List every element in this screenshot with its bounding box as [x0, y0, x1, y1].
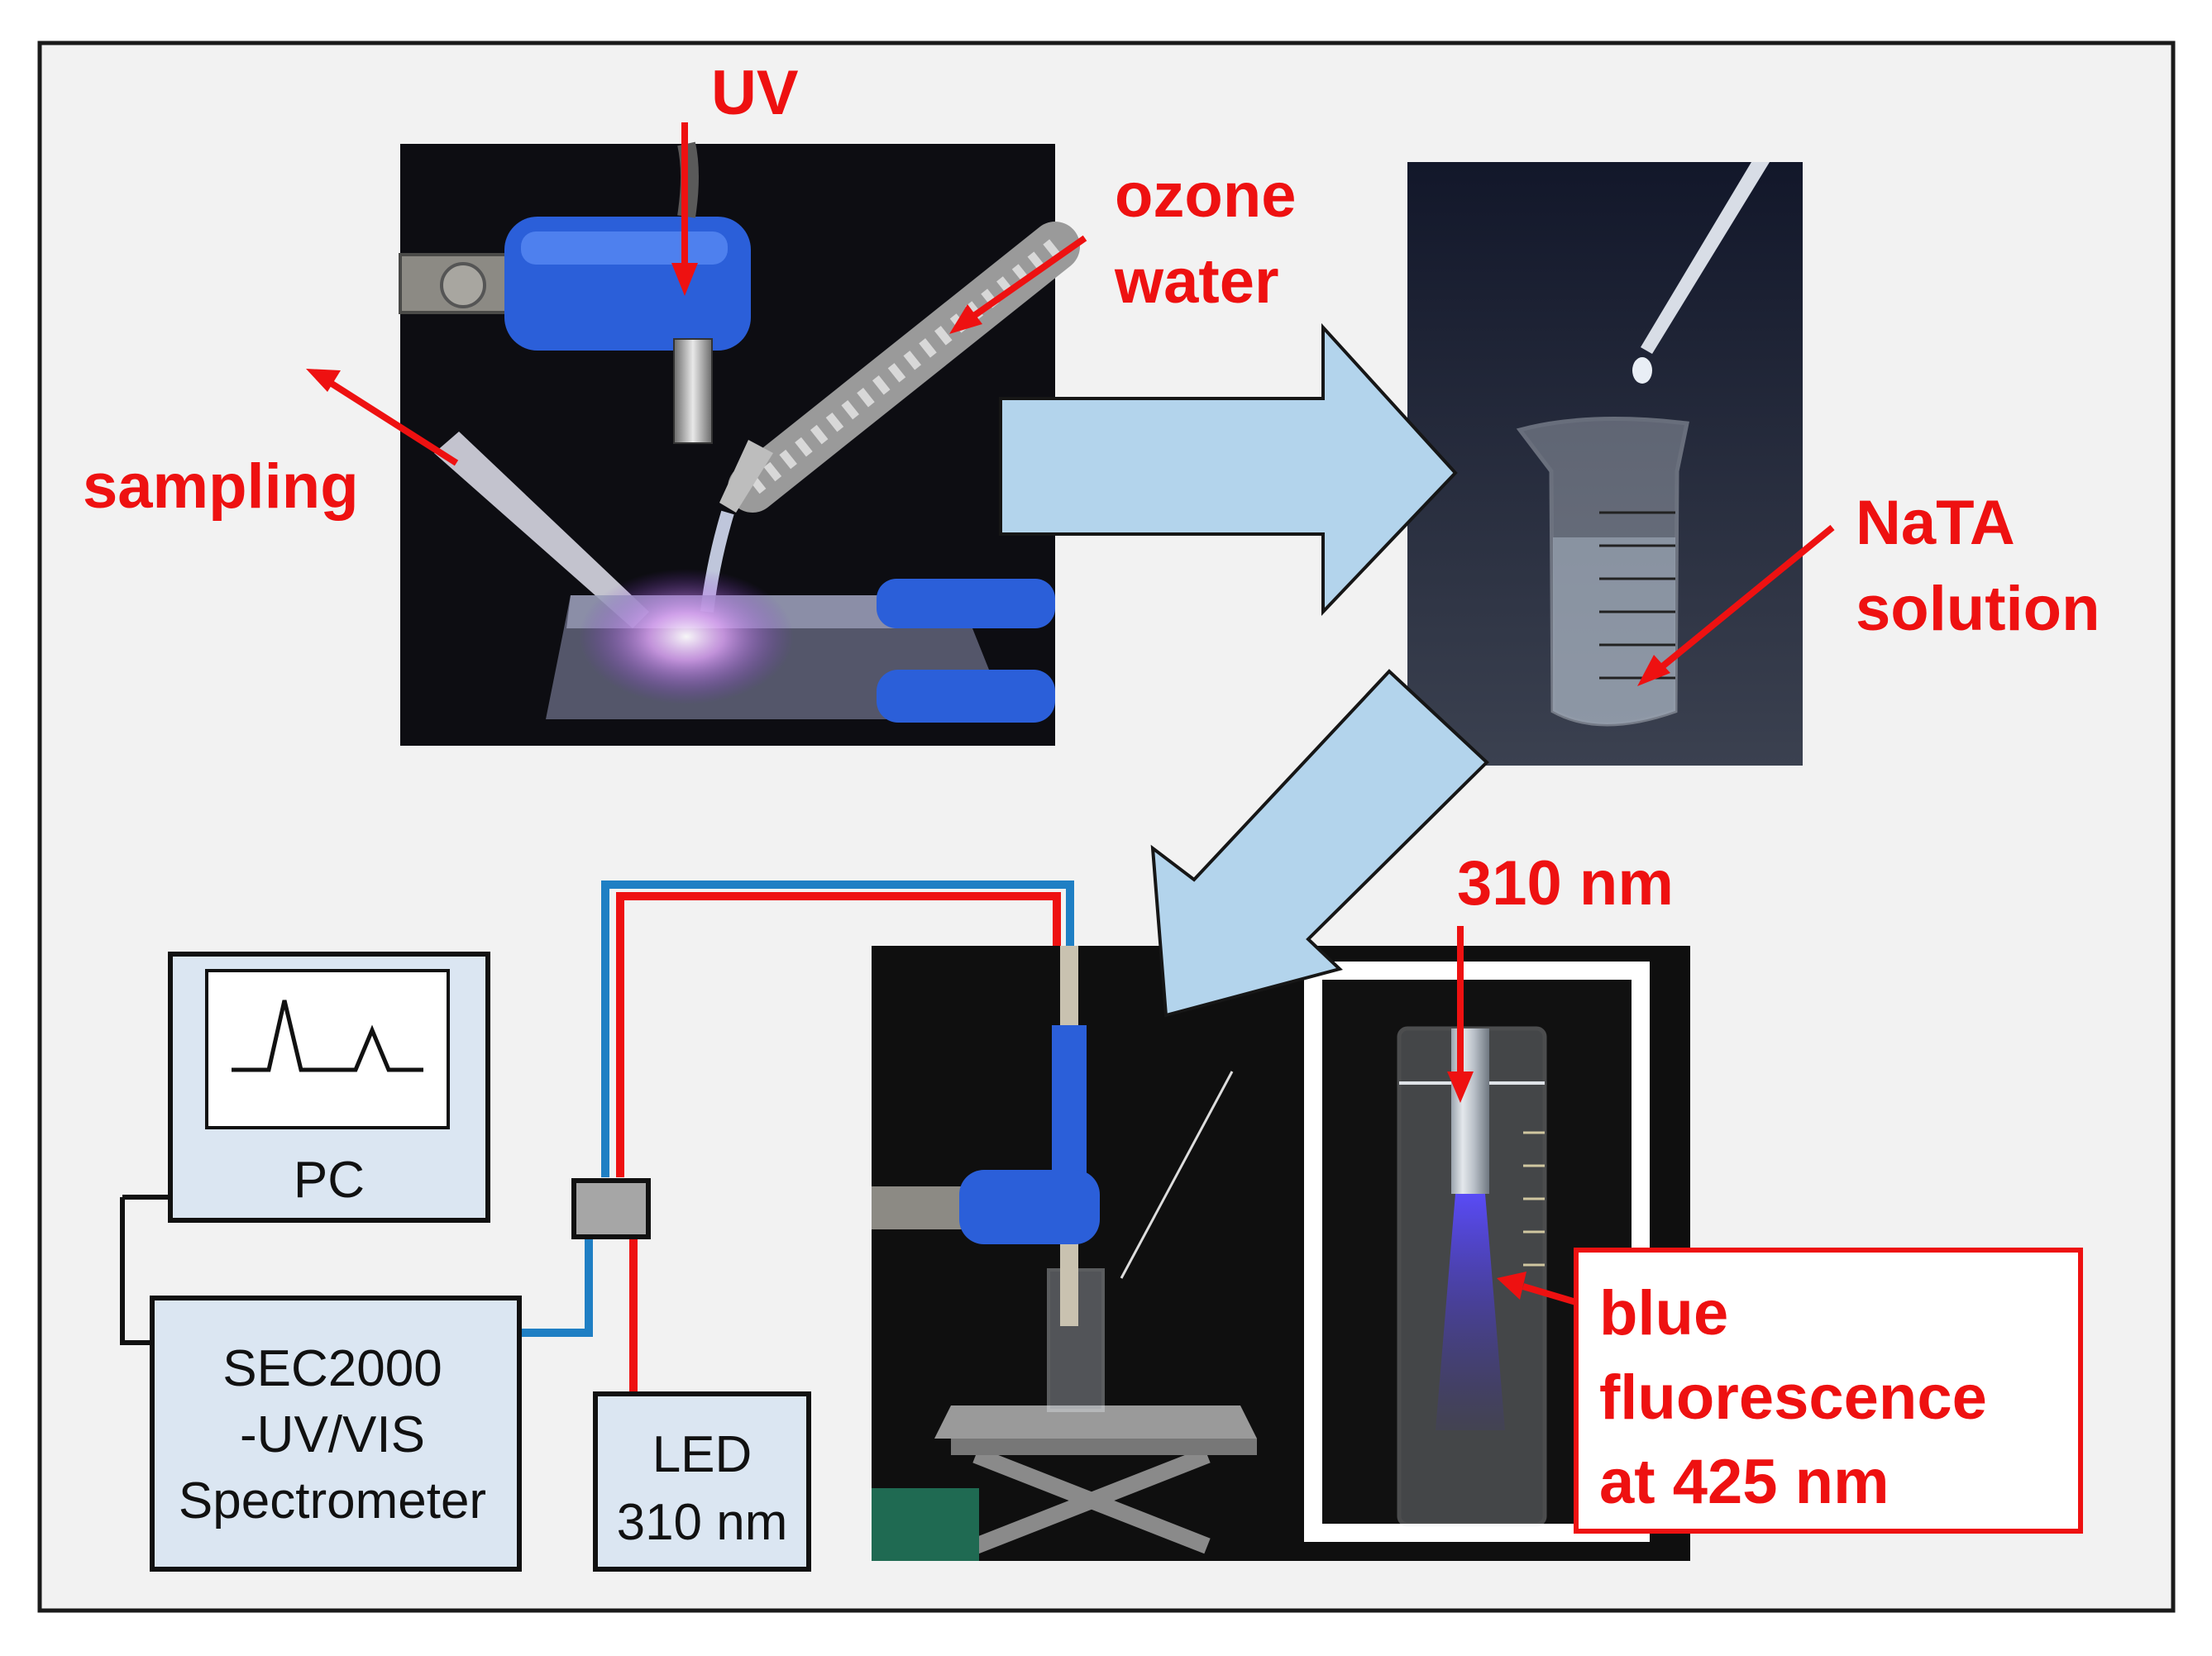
spectrum-trace	[232, 1000, 423, 1072]
pc-spectrometer-cable-loop	[120, 1197, 152, 1345]
label-ozone-line1: ozone	[1115, 160, 1297, 231]
cable-blue	[519, 880, 1074, 1337]
label-ozone-line2: water	[1114, 246, 1279, 317]
spectrometer-box: SEC2000 -UV/VIS Spectrometer	[150, 1296, 522, 1572]
cable-red	[616, 892, 1061, 1394]
led-label-line1: LED	[652, 1426, 752, 1483]
fluorescence-callout-box	[1574, 1248, 2083, 1534]
label-sampling: sampling	[83, 451, 359, 522]
label-uv: UV	[711, 58, 799, 128]
fiber-splitter	[571, 1178, 651, 1239]
pc-monitor-screen	[205, 969, 450, 1129]
spectrometer-label-line3: Spectrometer	[179, 1472, 486, 1530]
led-box: LED 310 nm	[593, 1391, 811, 1572]
flow-arrow-diagonal	[1150, 669, 1489, 1018]
label-nata-line1: NaTA	[1856, 488, 2015, 558]
label-fluor-line2: fluorescence	[1599, 1363, 1987, 1433]
label-nata-line2: solution	[1856, 574, 2100, 644]
annotation-arrows	[306, 122, 1835, 1308]
spectrometer-label-line1: SEC2000	[222, 1340, 442, 1397]
pc-label: PC	[294, 1152, 365, 1209]
photo-nata-beaker	[1407, 162, 1803, 766]
led-label-line2: 310 nm	[617, 1494, 788, 1551]
label-310nm: 310 nm	[1457, 848, 1674, 919]
flow-arrow-right	[999, 322, 1458, 616]
spectrometer-label-line2: -UV/VIS	[240, 1406, 425, 1463]
label-fluor-line3: at 425 nm	[1599, 1447, 1890, 1517]
photo-uv-ozone-treatment	[399, 141, 1080, 746]
label-fluor-line1: blue	[1599, 1278, 1728, 1348]
pc-box: PC	[168, 952, 490, 1223]
